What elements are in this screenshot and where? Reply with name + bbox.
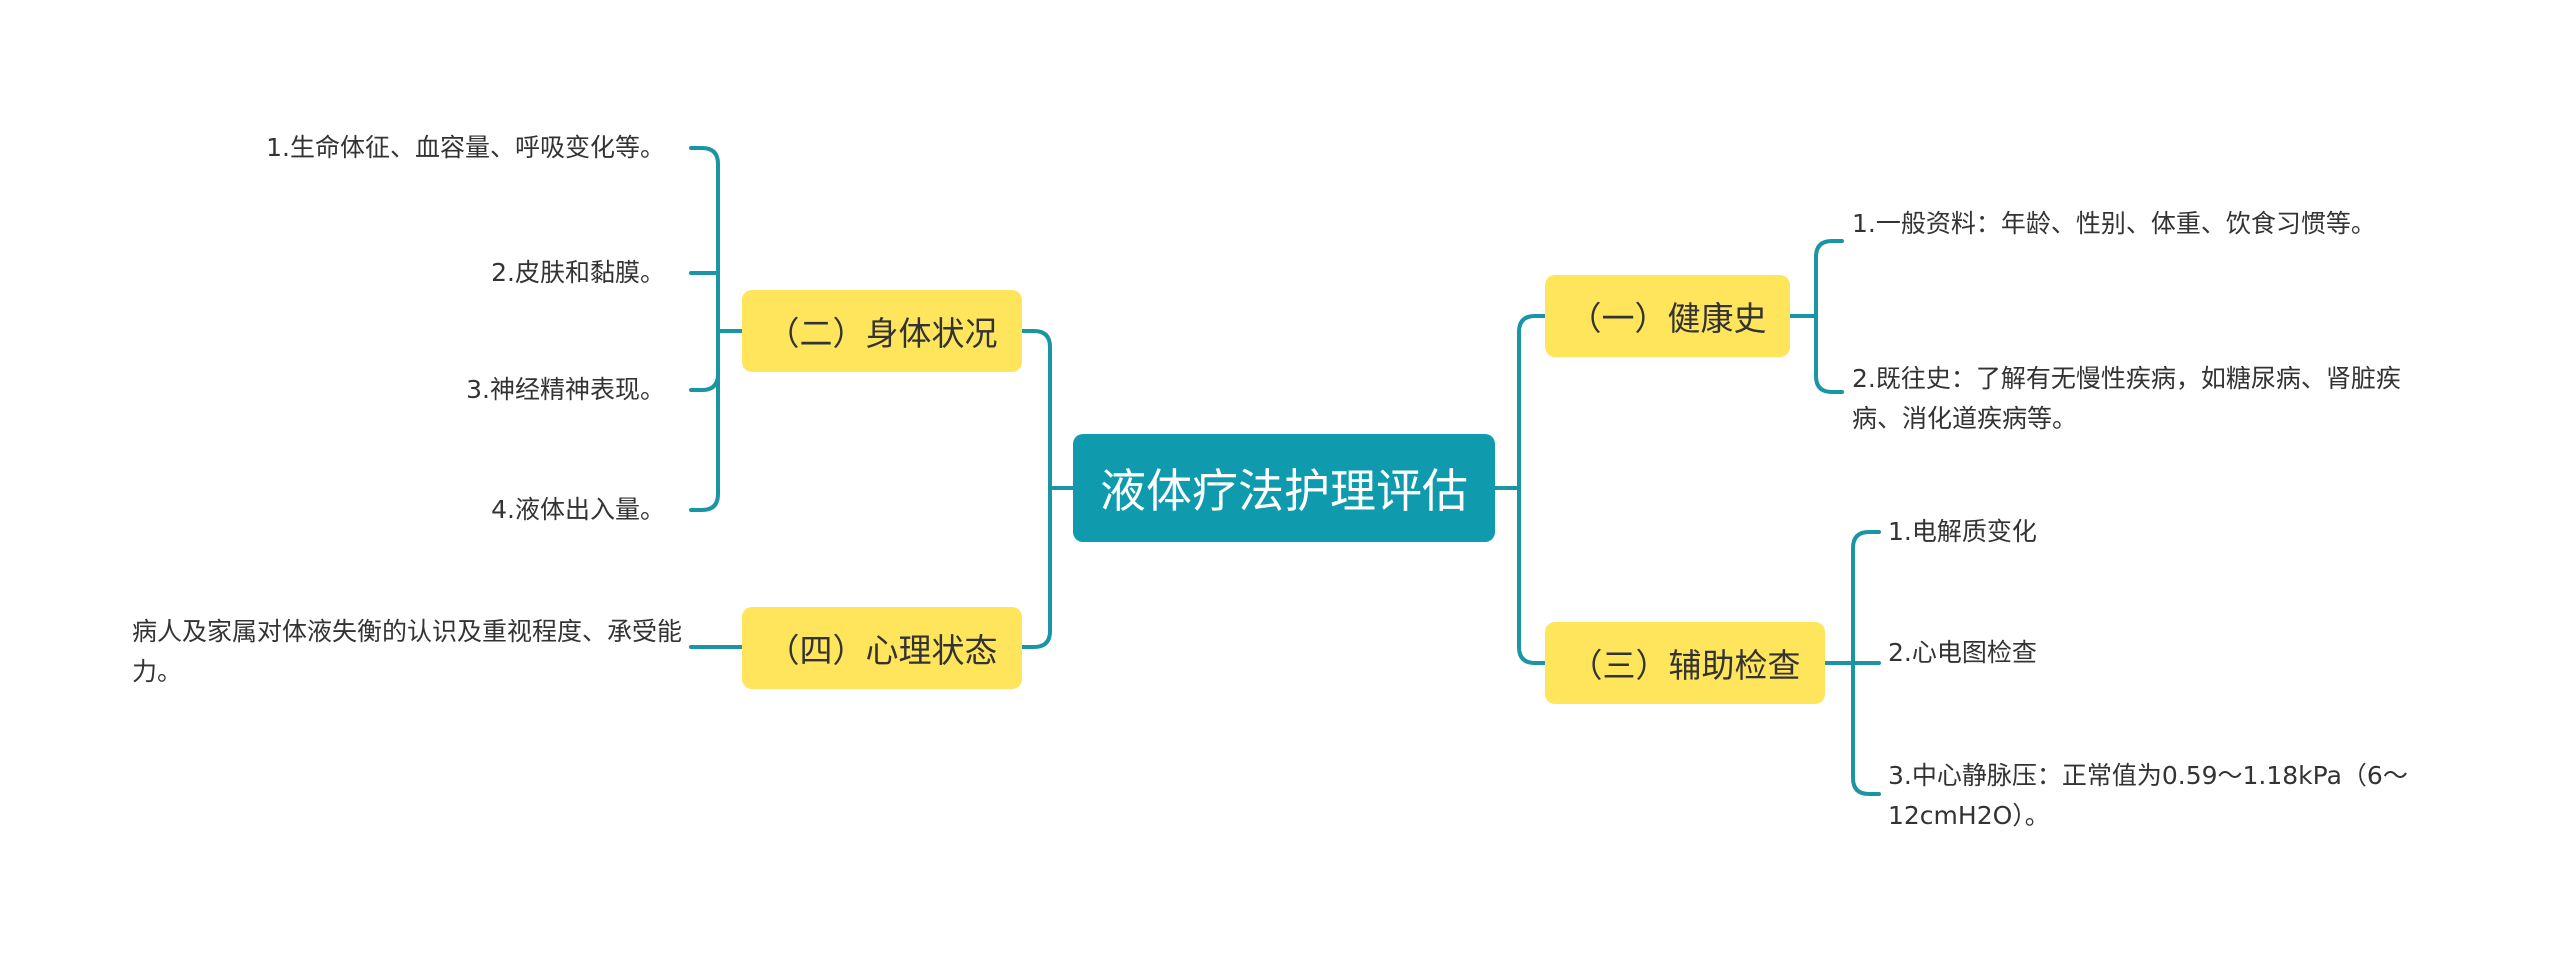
branch-label: （二）身体状况 <box>766 314 998 353</box>
leaf-auxiliary-1: 1.电解质变化 <box>1888 517 2037 546</box>
connector-right-trunk <box>1517 314 1547 665</box>
branch-psychological-status[interactable]: （四）心理状态 <box>742 607 1022 689</box>
leaf-auxiliary-3: 3.中心静脉压：正常值为0.59～1.18kPa（6～12cmH2O）。 <box>1888 761 2408 830</box>
leaf-health-1: 1.一般资料：年龄、性别、体重、饮食习惯等。 <box>1852 209 2376 238</box>
leaf-physical-1: 1.生命体征、血容量、呼吸变化等。 <box>266 133 665 162</box>
branch-label: （一）健康史 <box>1568 299 1767 338</box>
connector-left-trunk <box>1018 329 1052 649</box>
branch-auxiliary-exam[interactable]: （三）辅助检查 <box>1545 622 1825 704</box>
root-label: 液体疗法护理评估 <box>1100 464 1468 518</box>
connector-physical <box>689 146 744 512</box>
leaf-psychological-1: 病人及家属对体液失衡的认识及重视程度、承受能力。 <box>132 617 683 686</box>
leaf-physical-2: 2.皮肤和黏膜。 <box>491 258 665 287</box>
leaf-health-2: 2.既往史：了解有无慢性疾病，如糖尿病、肾脏疾病、消化道疾病等。 <box>1852 364 2401 433</box>
branch-label: （四）心理状态 <box>766 631 998 670</box>
leaf-physical-4: 4.液体出入量。 <box>491 495 665 524</box>
branch-health-history[interactable]: （一）健康史 <box>1545 275 1790 357</box>
root-node[interactable]: 液体疗法护理评估 <box>1073 434 1495 542</box>
leaf-physical-3: 3.神经精神表现。 <box>466 375 665 404</box>
leaf-auxiliary-2: 2.心电图检查 <box>1888 638 2037 667</box>
branch-physical-status[interactable]: （二）身体状况 <box>742 290 1022 372</box>
branch-label: （三）辅助检查 <box>1569 646 1801 685</box>
connector-auxiliary <box>1822 530 1881 796</box>
connector-health <box>1788 239 1844 394</box>
